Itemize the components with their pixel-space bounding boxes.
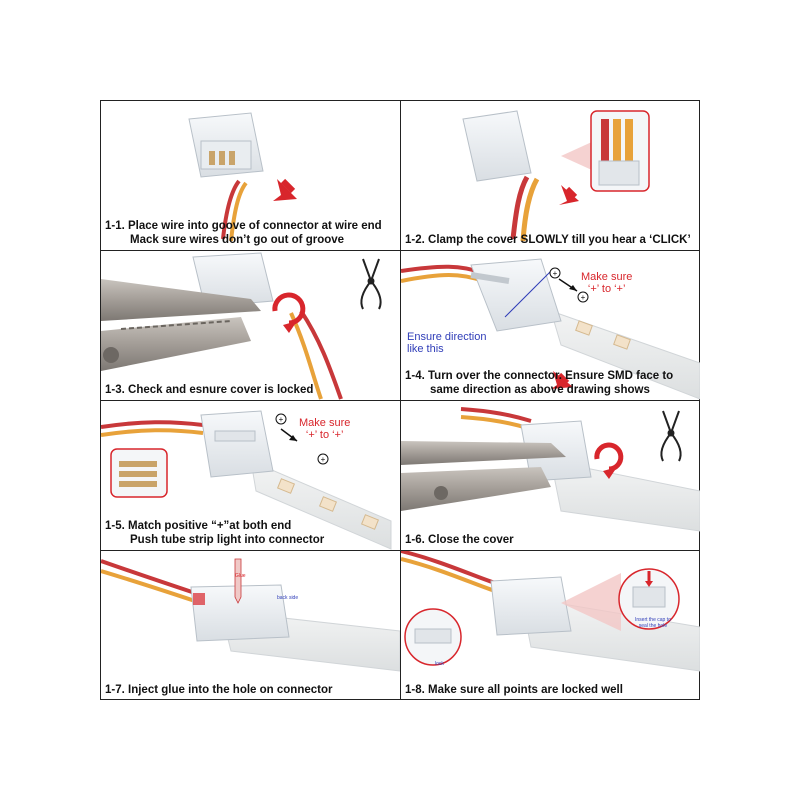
- lock-label: lock: [435, 661, 444, 667]
- instruction-grid: 1-1. Place wire into goove of connector …: [100, 100, 700, 700]
- glue-nozzle: [234, 558, 242, 604]
- pliers-upper-jaw: [401, 441, 566, 465]
- svg-text:+: +: [553, 269, 558, 278]
- step-caption: 1-4. Turn over the connector. Ensure SMD…: [405, 370, 674, 396]
- connector: [470, 258, 562, 332]
- step-1-6-panel: 1-6. Close the cover: [401, 401, 700, 550]
- pliers-illustration: [101, 252, 382, 400]
- pliers-upper-jaw: [101, 279, 261, 321]
- rotate-arrow-icon: [272, 292, 306, 326]
- step-1-3-panel: 1-3. Check and esnure cover is locked: [101, 251, 400, 400]
- grid-divider-3: [101, 550, 699, 551]
- back-side-label: back side: [277, 595, 299, 601]
- connector-illustration: [462, 110, 650, 242]
- connector-illustration: [188, 112, 297, 242]
- pliers-lower-jaw: [401, 467, 551, 511]
- step-caption: 1-2. Clamp the cover SLOWLY till you hea…: [405, 234, 691, 246]
- glue-label: Glue: [235, 573, 246, 579]
- step-1-1-panel: 1-1. Place wire into goove of connector …: [101, 101, 400, 250]
- svg-text:+: +: [581, 293, 586, 302]
- step-caption: 1-5. Match positive “+”at both end Push …: [105, 520, 325, 546]
- step-caption: 1-7. Inject glue into the hole on connec…: [105, 684, 333, 696]
- connector: [200, 410, 274, 478]
- step-caption: 1-6. Close the cover: [405, 534, 514, 546]
- svg-text:+: +: [321, 455, 326, 464]
- step-caption: 1-1. Place wire into goove of connector …: [105, 220, 382, 246]
- glue-illustration: [101, 558, 400, 672]
- rotate-arrow-icon: [594, 442, 624, 472]
- polarity-note: Make sure‘+’ to ‘+’: [581, 271, 633, 295]
- grid-divider-1: [101, 250, 699, 251]
- pliers-icon: [360, 258, 382, 310]
- strip-illustration: + +: [401, 258, 700, 400]
- svg-text:+: +: [279, 415, 284, 424]
- step-1-7-panel: Glue back side 1-7. Inject glue into the…: [101, 551, 400, 700]
- step-caption: 1-3. Check and esnure cover is locked: [105, 384, 314, 396]
- polarity-note: Make sure‘+’ to ‘+’: [299, 417, 351, 441]
- pliers-lower-jaw: [101, 317, 251, 371]
- connector: [190, 584, 290, 642]
- pliers-illustration: [401, 407, 700, 532]
- step-caption: 1-8. Make sure all points are locked wel…: [405, 684, 623, 696]
- insert-arrow-icon: [273, 179, 297, 201]
- grid-divider-2: [101, 400, 699, 401]
- led-strip: [550, 460, 700, 532]
- locked-connector-illustration: [401, 551, 700, 672]
- step-1-2-panel: 1-2. Clamp the cover SLOWLY till you hea…: [401, 101, 700, 250]
- step-1-5-panel: + + Make sure‘+’ to ‘+’ 1-5. Match posit…: [101, 401, 400, 550]
- connector: [490, 576, 572, 636]
- pliers-icon: [660, 410, 682, 462]
- step-1-4-panel: + + Make sure‘+’ to ‘+’ Ensure direction…: [401, 251, 700, 400]
- strip-illustration: + +: [101, 410, 392, 550]
